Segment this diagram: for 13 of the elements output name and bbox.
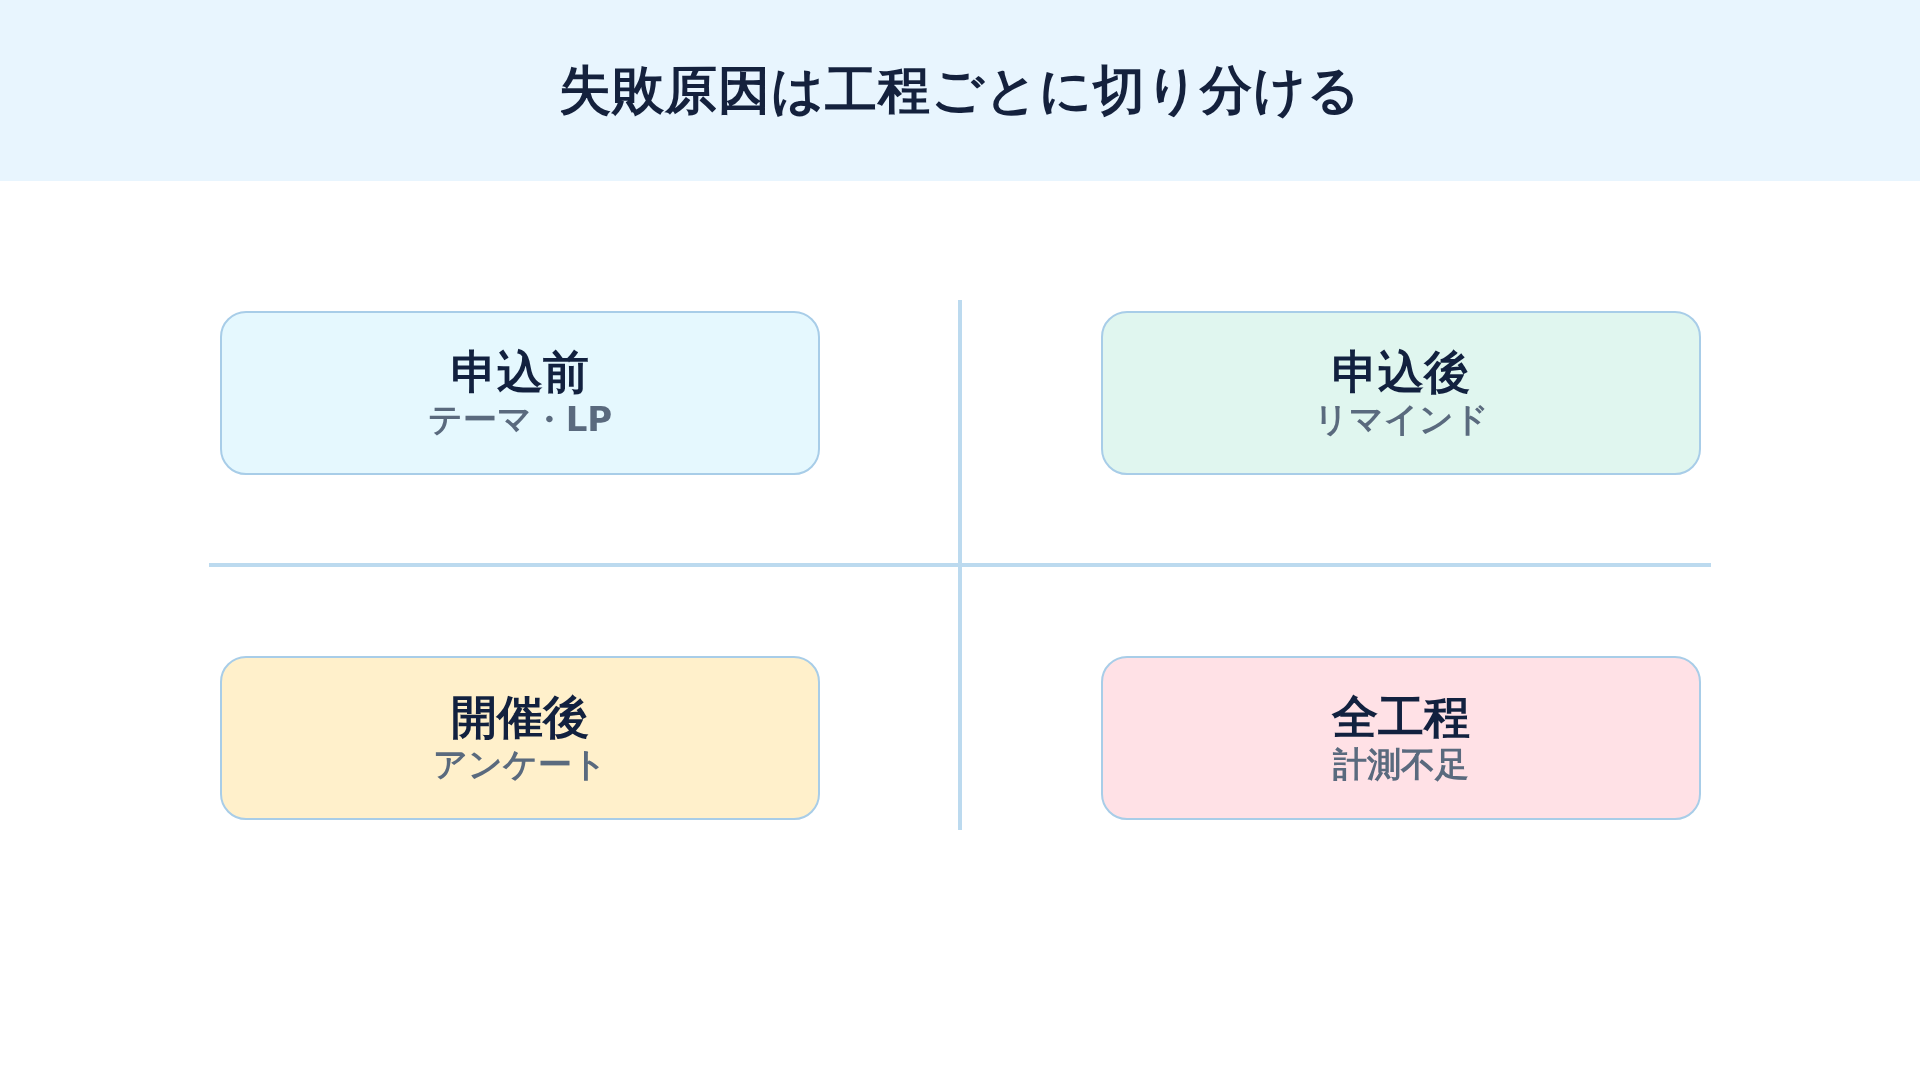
- card-subtitle: リマインド: [1313, 399, 1489, 440]
- card-subtitle: アンケート: [433, 744, 607, 785]
- page-title: 失敗原因は工程ごとに切り分ける: [559, 58, 1361, 122]
- category-card: [1101, 656, 1701, 820]
- card-subtitle: テーマ・LP: [427, 399, 613, 440]
- card-subtitle: 計測不足: [1333, 744, 1469, 785]
- card-heading: 全工程: [1332, 691, 1470, 745]
- card-heading: 申込前: [451, 346, 589, 400]
- card-heading: 開催後: [451, 691, 589, 745]
- category-card: [1101, 311, 1701, 475]
- card-heading: 申込後: [1332, 346, 1470, 400]
- category-card: [220, 311, 820, 475]
- category-card: [220, 656, 820, 820]
